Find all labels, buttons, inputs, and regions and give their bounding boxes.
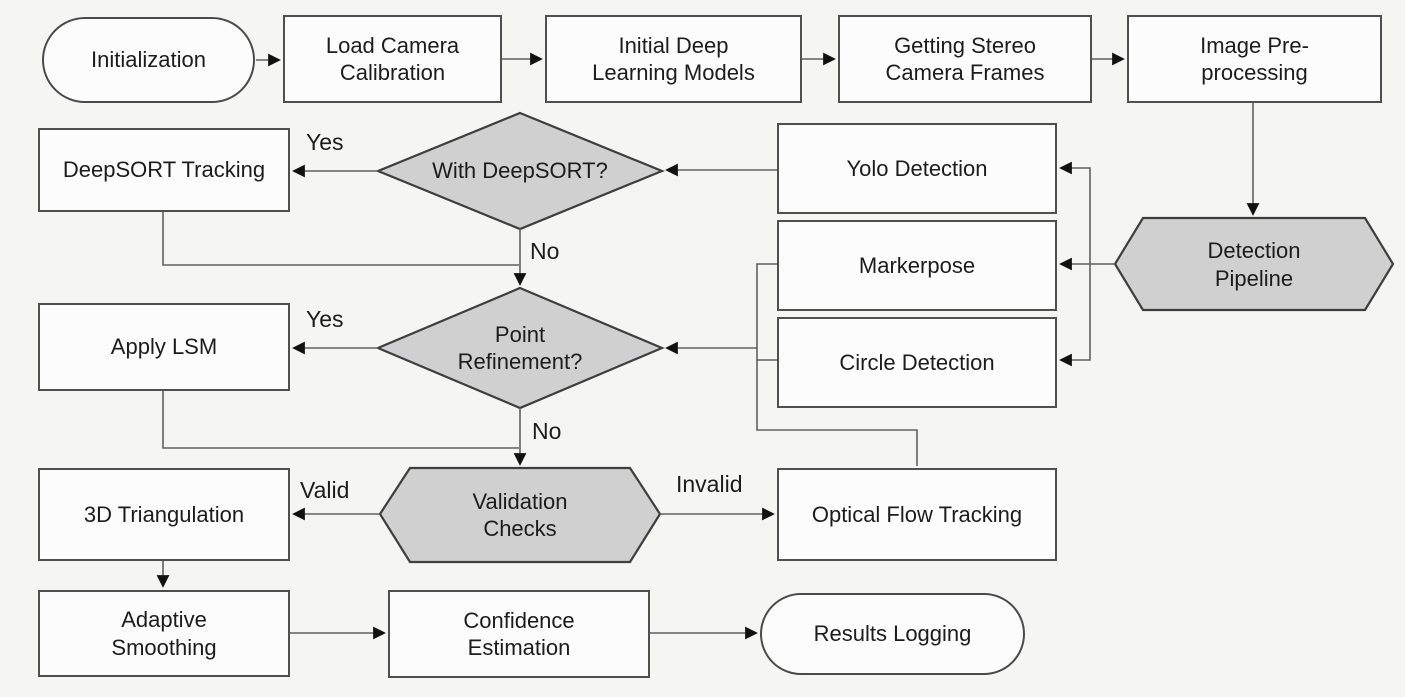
node-markerpose-label: Markerpose	[858, 252, 976, 278]
node-confidence-estimation: Confidence Estimation	[388, 590, 650, 678]
node-detection-pipeline-label: Detection Pipeline	[1207, 238, 1301, 291]
node-getting-stereo-camera-frames-label: Getting Stereo Camera Frames	[885, 32, 1045, 85]
node-optical-flow-tracking: Optical Flow Tracking	[777, 468, 1057, 561]
node-initialization: Initialization	[42, 17, 255, 103]
node-confidence-estimation-label: Confidence Estimation	[463, 607, 575, 660]
node-detection-pipeline: Detection Pipeline	[1143, 222, 1365, 307]
edge-apply-lsm-merge	[162, 391, 519, 449]
node-deepsort-tracking-label: DeepSORT Tracking	[62, 157, 266, 183]
node-load-camera-calibration: Load Camera Calibration	[283, 15, 502, 103]
node-with-deepsort-label: With DeepSORT?	[432, 158, 608, 184]
edge-label-validation-invalid: Invalid	[676, 471, 743, 497]
node-3d-triangulation-label: 3D Triangulation	[83, 501, 245, 527]
edge-pipeline-to-yolo	[1059, 161, 1091, 264]
node-load-camera-calibration-label: Load Camera Calibration	[325, 32, 460, 85]
node-point-refinement-label: Point Refinement?	[457, 321, 583, 374]
node-with-deepsort: With DeepSORT?	[398, 141, 642, 201]
node-circle-detection-label: Circle Detection	[839, 349, 995, 375]
edge-label-point-refinement-no: No	[532, 418, 562, 444]
node-getting-stereo-camera-frames: Getting Stereo Camera Frames	[838, 15, 1092, 103]
node-adaptive-smoothing-label: Adaptive Smoothing	[111, 607, 217, 660]
node-initialization-label: Initialization	[91, 47, 206, 73]
node-yolo-detection-label: Yolo Detection	[846, 155, 988, 181]
node-optical-flow-tracking-label: Optical Flow Tracking	[811, 501, 1023, 527]
edge-detections-bracket	[756, 263, 918, 466]
node-initial-deep-learning-models-label: Initial Deep Learning Models	[592, 32, 755, 85]
edge-label-validation-valid: Valid	[300, 477, 350, 503]
edge-label-point-refinement-yes: Yes	[306, 306, 344, 332]
node-point-refinement: Point Refinement?	[398, 293, 642, 403]
node-validation-checks: Validation Checks	[410, 472, 630, 558]
edge-label-with-deepsort-no: No	[530, 238, 560, 264]
node-image-preprocessing: Image Pre-processing	[1127, 15, 1382, 103]
node-3d-triangulation: 3D Triangulation	[38, 468, 290, 561]
edge-label-with-deepsort-yes: Yes	[306, 129, 344, 155]
node-results-logging: Results Logging	[760, 593, 1025, 675]
node-initial-deep-learning-models: Initial Deep Learning Models	[545, 15, 802, 103]
edge-deepsort-tracking-merge	[162, 212, 519, 266]
node-results-logging-label: Results Logging	[813, 621, 972, 647]
node-validation-checks-label: Validation Checks	[472, 488, 568, 541]
node-deepsort-tracking: DeepSORT Tracking	[38, 128, 290, 212]
node-apply-lsm-label: Apply LSM	[110, 334, 218, 360]
node-image-preprocessing-label: Image Pre-processing	[1200, 32, 1309, 85]
node-markerpose: Markerpose	[777, 220, 1057, 311]
node-apply-lsm: Apply LSM	[38, 303, 290, 391]
node-circle-detection: Circle Detection	[777, 317, 1057, 408]
detection-pipeline-hexagon	[1113, 216, 1395, 312]
node-adaptive-smoothing: Adaptive Smoothing	[38, 590, 290, 677]
edge-pipeline-to-circle	[1059, 264, 1091, 367]
node-yolo-detection: Yolo Detection	[777, 123, 1057, 214]
